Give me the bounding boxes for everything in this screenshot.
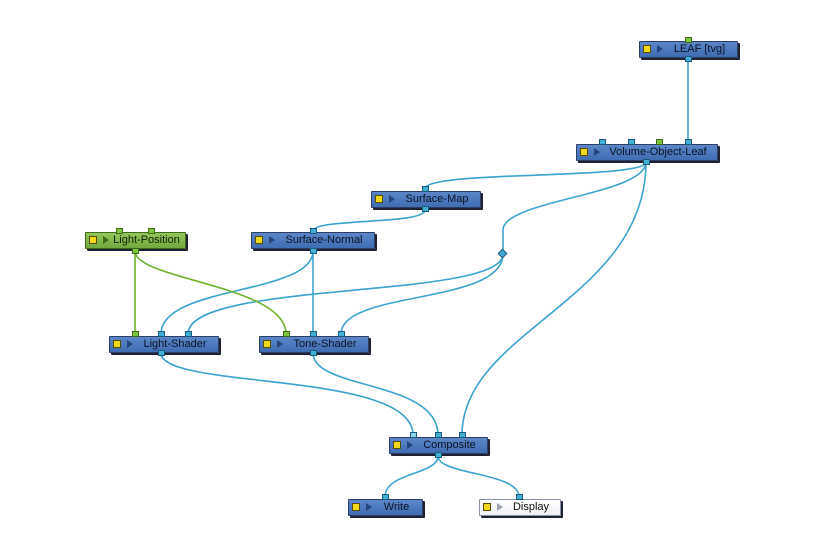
input-port[interactable] [656,139,663,145]
node-light-position[interactable]: Light-Position [85,232,186,249]
wire-composite-to-write [384,455,439,498]
output-port[interactable] [310,248,317,254]
input-port[interactable] [685,37,692,43]
input-port[interactable] [435,432,442,438]
wire-surfacenormal-to-lightshader [160,250,314,335]
output-port[interactable] [435,452,442,458]
expand-arrow-icon[interactable] [407,441,413,449]
wire-junction-to-toneshader [340,253,504,335]
expand-arrow-icon[interactable] [269,236,275,244]
expand-arrow-icon[interactable] [594,148,600,156]
node-surface-normal[interactable]: Surface-Normal [251,232,375,249]
node-label: Display [512,501,550,513]
expand-arrow-icon[interactable] [127,340,133,348]
node-label: Light-Shader [143,338,207,350]
wire-composite-to-display [437,455,520,498]
node-label: Tone-Shader [293,338,357,350]
output-port[interactable] [132,248,139,254]
enable-toggle-icon[interactable] [375,195,383,203]
input-port[interactable] [382,494,389,500]
enable-toggle-icon[interactable] [89,236,97,244]
wire-surfacemap-to-surfacenormal [312,209,426,232]
input-port[interactable] [310,331,317,337]
output-port[interactable] [310,350,317,356]
input-port[interactable] [148,228,155,234]
node-label: Light-Position [113,234,180,246]
node-label: Volume-Object-Leaf [609,146,707,158]
input-port[interactable] [599,139,606,145]
wire-volume-to-composite [461,161,647,436]
node-volume-object-leaf[interactable]: Volume-Object-Leaf [576,144,718,161]
input-port[interactable] [516,494,523,500]
expand-arrow-icon[interactable] [103,236,109,244]
enable-toggle-icon[interactable] [255,236,263,244]
wire-lightshader-to-composite [160,352,414,436]
input-port[interactable] [132,331,139,337]
node-label: Composite [423,439,476,451]
node-display[interactable]: Display [479,499,561,516]
enable-toggle-icon[interactable] [113,340,121,348]
expand-arrow-icon[interactable] [657,45,663,53]
input-port[interactable] [338,331,345,337]
output-port[interactable] [158,350,165,356]
input-port[interactable] [422,186,429,192]
enable-toggle-icon[interactable] [580,148,588,156]
output-port[interactable] [643,159,650,165]
node-label: Write [383,501,410,513]
input-port[interactable] [283,331,290,337]
input-port[interactable] [116,228,123,234]
enable-toggle-icon[interactable] [263,340,271,348]
input-port[interactable] [310,228,317,234]
expand-arrow-icon[interactable] [497,503,503,511]
expand-arrow-icon[interactable] [366,503,372,511]
node-write[interactable]: Write [348,499,423,516]
output-port[interactable] [685,56,692,62]
input-port[interactable] [685,139,692,145]
node-label: Surface-Map [405,193,469,205]
expand-arrow-icon[interactable] [389,195,395,203]
input-port[interactable] [628,139,635,145]
input-port[interactable] [158,331,165,337]
node-tone-shader[interactable]: Tone-Shader [259,336,369,353]
wire-toneshader-to-composite [312,352,439,436]
enable-toggle-icon[interactable] [483,503,491,511]
wire-lightposition-to-toneshader [134,250,287,335]
output-port[interactable] [422,206,429,212]
node-label: LEAF [tvg] [673,43,726,55]
wire-junction-to-lightshader [187,253,504,335]
wire-volume-to-junction [502,161,647,254]
input-port[interactable] [185,331,192,337]
enable-toggle-icon[interactable] [393,441,401,449]
input-port[interactable] [459,432,466,438]
expand-arrow-icon[interactable] [277,340,283,348]
wire-volume-to-surfacemap [424,161,647,190]
enable-toggle-icon[interactable] [352,503,360,511]
input-port[interactable] [410,432,417,438]
node-label: Surface-Normal [285,234,363,246]
enable-toggle-icon[interactable] [643,45,651,53]
